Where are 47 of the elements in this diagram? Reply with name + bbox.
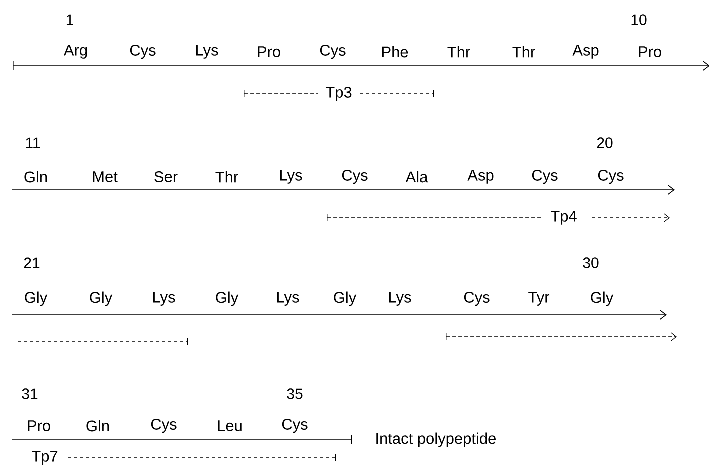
residue-label: Pro bbox=[28, 420, 50, 432]
residue-label: Cys bbox=[598, 170, 624, 184]
residue-label: Phe bbox=[382, 46, 408, 58]
residue-label: Gln bbox=[24, 171, 48, 183]
residue-label: Cys bbox=[342, 170, 368, 184]
residue-number: 11 bbox=[26, 138, 40, 148]
fragment-label: Tp7 bbox=[32, 451, 58, 465]
residue-label: Thr bbox=[448, 46, 470, 58]
residue-label: Lys bbox=[280, 170, 302, 184]
residue-number: 31 bbox=[22, 388, 38, 400]
residue-label: Cys bbox=[130, 44, 156, 60]
residue-label: Met bbox=[93, 172, 118, 182]
residue-label: Cys bbox=[464, 292, 490, 306]
residue-label: Cys bbox=[532, 170, 558, 184]
residue-label: Gly bbox=[216, 292, 239, 306]
residue-number: 35 bbox=[287, 388, 303, 400]
residue-label: Gln bbox=[86, 420, 110, 432]
residue-label: Gly bbox=[25, 292, 48, 306]
residue-label: Lys bbox=[196, 45, 218, 59]
residue-label: Cys bbox=[151, 418, 177, 434]
residue-label: Tyr bbox=[528, 292, 550, 306]
residue-label: Gly bbox=[90, 292, 113, 306]
residue-label: Ala bbox=[406, 171, 428, 183]
residue-label: Lys bbox=[278, 292, 300, 306]
fragment-label: Tp4 bbox=[551, 211, 577, 225]
residue-number: 21 bbox=[24, 258, 40, 268]
residue-label: Gly bbox=[591, 292, 614, 306]
fragment-label: Tp3 bbox=[326, 86, 352, 102]
residue-number: 30 bbox=[583, 258, 599, 268]
residue-label: Lys bbox=[390, 292, 412, 306]
residue-label: Pro bbox=[258, 46, 280, 58]
residue-label: Asp bbox=[468, 170, 494, 184]
residue-label: Thr bbox=[216, 171, 238, 183]
residue-label: Gly bbox=[334, 292, 357, 306]
residue-label: Thr bbox=[512, 46, 536, 58]
residue-label: Lys bbox=[154, 292, 176, 306]
residue-number: 20 bbox=[597, 138, 613, 148]
residue-number: 10 bbox=[632, 14, 647, 26]
residue-label: Asp bbox=[572, 45, 599, 59]
residue-label: Cys bbox=[320, 44, 346, 60]
residue-label: Ser bbox=[154, 172, 178, 182]
residue-number: 1 bbox=[66, 14, 74, 26]
annotation-text: Intact polypeptide bbox=[376, 432, 496, 448]
residue-label: Leu bbox=[218, 420, 242, 432]
residue-label: Pro bbox=[639, 46, 662, 58]
residue-label: Cys bbox=[282, 418, 308, 434]
residue-label: Arg bbox=[64, 45, 88, 59]
